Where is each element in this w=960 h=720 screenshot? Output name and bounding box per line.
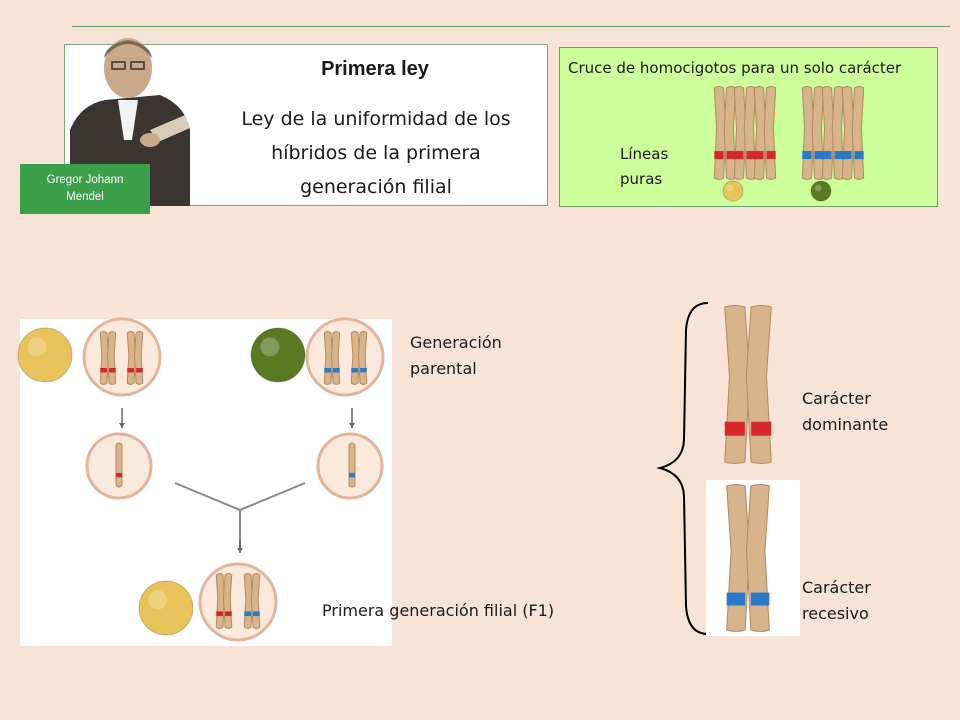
subtitle-line: Ley de la uniformidad de los [241,108,511,130]
pea-highlight [27,337,47,357]
chromosome [350,331,368,385]
allele-band [714,151,724,160]
label-line: Líneas [620,145,669,163]
allele-band [324,368,331,373]
chromosome [724,305,772,464]
chromosome [753,86,777,180]
grouping-brace [656,302,709,635]
page-title: Primera ley [321,58,429,80]
chromosome [99,331,117,385]
caption-line: Mendel [66,191,104,203]
allele-band [136,368,143,373]
dominant-label: Carácter dominante [802,386,888,438]
allele-band [814,151,824,160]
pea-highlight [726,184,734,192]
chromatid [724,305,751,464]
green-pea [250,327,306,383]
chromosome [733,86,757,180]
allele-band [726,592,746,606]
allele-band [750,592,770,606]
top-divider [72,26,950,27]
label-line: puras [620,170,663,188]
pure-lines-label: Líneas puras [620,142,700,192]
parental-generation-label: Generación parental [410,330,502,382]
allele-band [726,151,736,160]
chromosome [215,573,233,629]
arrow-head [237,548,243,553]
caption-line: Gregor Johann [46,174,124,186]
allele-band [751,421,772,436]
subtitle-line: híbridos de la primera [271,142,481,164]
chromosome [841,86,865,180]
chromosome [115,442,123,488]
allele-band [360,368,367,373]
allele-band [734,151,744,160]
allele-band [724,421,745,436]
allele-band [754,151,764,160]
chromosome [726,484,770,632]
f1-label: Primera generación filial (F1) [322,601,555,620]
chromosome [713,86,737,180]
allele-band [225,611,232,617]
allele-band [854,151,864,160]
label-line: Carácter [802,578,871,597]
chromosome [126,331,144,385]
chromosome [801,86,825,180]
yellow-pea [17,327,73,383]
pea-highlight [814,184,822,192]
allele-band [349,472,355,478]
portrait-caption: Gregor Johann Mendel [20,164,150,214]
yellow-pea [138,580,194,636]
subtitle-line: generación filial [300,176,452,198]
chromosome [243,573,261,629]
panel-title: Cruce de homocigotos para un solo caráct… [568,59,902,77]
label-line: recesivo [802,604,869,623]
allele-band [127,368,134,373]
pea-highlight [260,337,280,357]
chromosome [348,442,356,488]
label-line: Carácter [802,389,871,408]
pea-highlight [148,590,168,610]
arrow-head [349,423,355,428]
allele-band [834,151,844,160]
allele-band [333,368,340,373]
allele-band [802,151,812,160]
allele-band [253,611,260,617]
allele-band [766,151,776,160]
chromatid [745,305,772,464]
allele-band [116,472,122,478]
allele-band [109,368,116,373]
green-pea [810,180,832,202]
law-subtitle: Ley de la uniformidad de los híbridos de… [214,102,538,204]
allele-band [746,151,756,160]
allele-band [842,151,852,160]
allele-band [244,611,251,617]
allele-band [822,151,832,160]
chromosome [323,331,341,385]
label-line: dominante [802,415,889,434]
allele-band [351,368,358,373]
label-line: parental [410,359,477,378]
allele-band [100,368,107,373]
arrow-head [119,423,125,428]
recessive-label: Carácter recesivo [802,575,871,627]
label-line: Generación [410,333,502,352]
chromosome [821,86,845,180]
allele-band [216,611,223,617]
yellow-pea [722,180,744,202]
